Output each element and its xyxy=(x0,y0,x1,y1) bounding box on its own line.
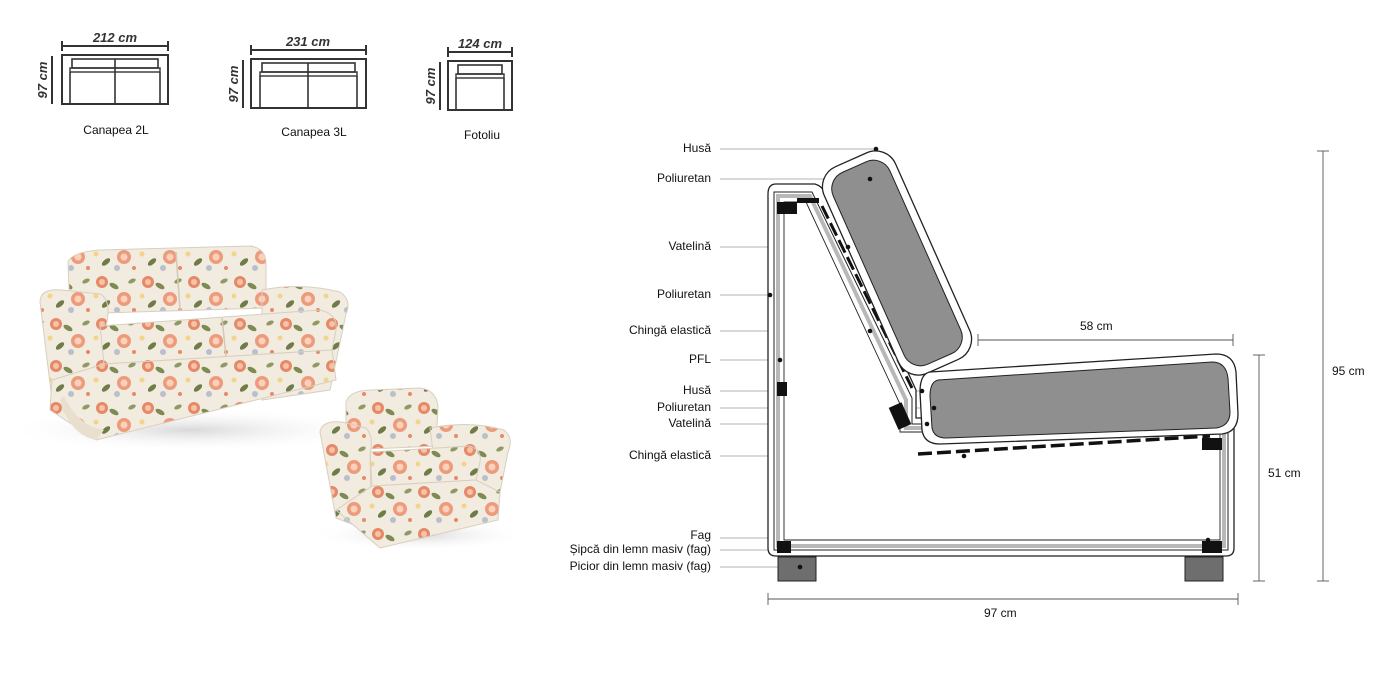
depth-dimension: 97 cm xyxy=(226,65,241,102)
top-view-armchair: 124 cm 97 cm xyxy=(424,36,513,111)
caption-canapea-2l: Canapea 2L xyxy=(83,123,149,137)
leader-dots xyxy=(767,146,1211,570)
label-husa-top: Husă xyxy=(682,141,711,155)
caption-fotoliu: Fotoliu xyxy=(463,128,501,142)
label-poliuretan-frame: Poliuretan xyxy=(656,287,711,301)
label-pfl: PFL xyxy=(688,352,711,366)
depth-dimension: 97 cm xyxy=(35,61,50,98)
label-vatelina-seat: Vatelină xyxy=(668,416,711,430)
measurement-total-height: 95 cm xyxy=(1332,364,1365,378)
label-poliuretan-seat: Poliuretan xyxy=(656,400,711,414)
label-vatelina-back: Vatelină xyxy=(668,239,711,253)
label-chinga-elastica-seat: Chingă elastică xyxy=(628,448,711,462)
dimension-lines xyxy=(767,150,1329,605)
measurement-total-depth: 97 cm xyxy=(984,606,1017,620)
label-sipca-lemn-masiv: Șipcă din lemn masiv (fag) xyxy=(569,542,711,556)
width-dimension: 212 cm xyxy=(92,30,138,45)
top-view-sofa-2l: 212 cm 97 cm xyxy=(35,30,169,105)
label-picior-lemn-masiv: Picior din lemn masiv (fag) xyxy=(569,559,711,573)
depth-dimension: 97 cm xyxy=(424,67,438,104)
measurement-seat-depth: 58 cm xyxy=(1080,319,1113,333)
measurement-seat-height: 51 cm xyxy=(1268,466,1301,480)
width-dimension: 124 cm xyxy=(458,36,503,51)
product-illustration xyxy=(0,245,530,551)
armchair-illustration xyxy=(319,387,511,549)
width-dimension: 231 cm xyxy=(285,34,331,49)
caption-canapea-3l: Canapea 3L xyxy=(281,125,347,139)
label-chinga-elastica-back: Chingă elastică xyxy=(628,323,711,337)
label-fag: Fag xyxy=(690,528,711,542)
sofa-illustration xyxy=(39,245,349,441)
label-husa-seat: Husă xyxy=(682,383,711,397)
label-poliuretan-back: Poliuretan xyxy=(656,171,711,185)
top-view-sofa-3l: 231 cm 97 cm xyxy=(226,34,367,109)
